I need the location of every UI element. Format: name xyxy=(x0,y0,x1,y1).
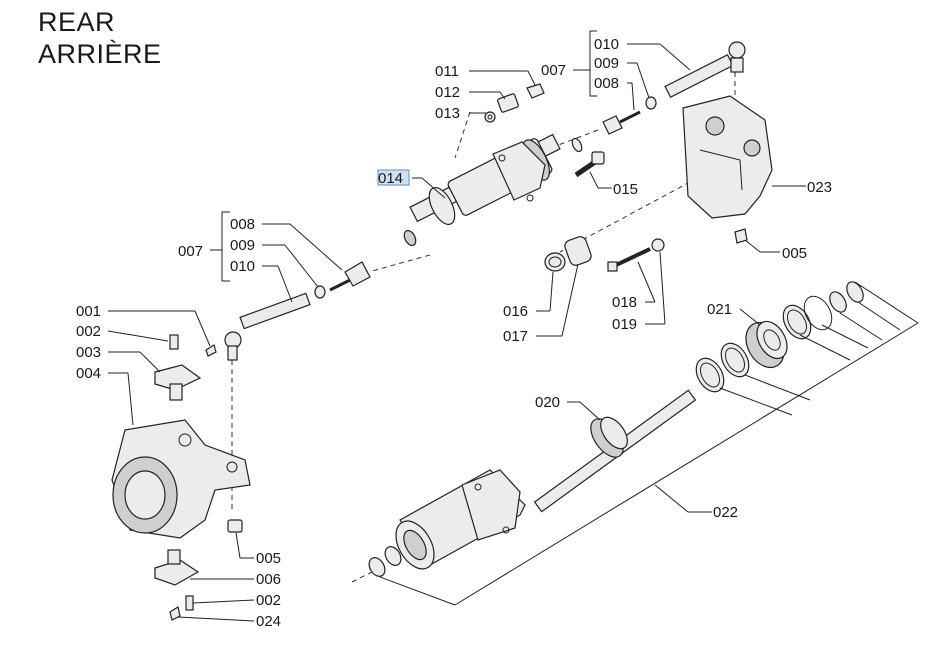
nut-019[interactable] xyxy=(651,238,665,252)
label-004[interactable]: 004 xyxy=(76,365,101,382)
label-005-upper[interactable]: 005 xyxy=(782,245,807,262)
label-008-upper[interactable]: 008 xyxy=(594,75,619,92)
label-021[interactable]: 021 xyxy=(707,301,732,318)
label-007-left[interactable]: 007 xyxy=(178,243,203,260)
label-022[interactable]: 022 xyxy=(713,504,738,521)
bolt-002-lower[interactable] xyxy=(185,595,194,611)
seal-ring-6[interactable] xyxy=(843,279,866,305)
part-labels: 011 012 013 007 010 009 008 014 015 023 … xyxy=(76,36,832,630)
title-line-arriere: ARRIÈRE xyxy=(38,39,162,69)
label-010-upper[interactable]: 010 xyxy=(594,36,619,53)
bolt-002-upper[interactable] xyxy=(169,334,179,350)
grease-fitting-024[interactable] xyxy=(169,606,181,621)
label-003[interactable]: 003 xyxy=(76,344,101,361)
label-012[interactable]: 012 xyxy=(435,84,460,101)
leader-lines xyxy=(107,30,806,622)
label-009-upper[interactable]: 009 xyxy=(594,55,619,72)
label-005-lower[interactable]: 005 xyxy=(256,550,281,567)
nut-005-lower[interactable] xyxy=(227,519,243,533)
fitting-011[interactable] xyxy=(526,83,545,99)
seal-ring-5[interactable] xyxy=(826,289,849,315)
lower-plate-006[interactable] xyxy=(154,549,200,586)
ring-022b[interactable] xyxy=(382,544,404,568)
tie-rod-upper-007[interactable] xyxy=(602,41,746,135)
label-013[interactable]: 013 xyxy=(435,105,460,122)
piston-021[interactable] xyxy=(738,316,793,375)
cylinder-014[interactable] xyxy=(402,133,584,248)
label-009-left[interactable]: 009 xyxy=(230,237,255,254)
bracket-022 xyxy=(379,281,919,606)
label-016[interactable]: 016 xyxy=(503,303,528,320)
alignment-lines xyxy=(231,72,736,583)
seal-ring-3[interactable] xyxy=(778,300,817,343)
label-024[interactable]: 024 xyxy=(256,613,281,630)
label-015[interactable]: 015 xyxy=(613,181,638,198)
title-line-rear: REAR xyxy=(38,7,116,37)
tie-rod-left-007[interactable] xyxy=(224,261,371,361)
label-002-lower[interactable]: 002 xyxy=(256,592,281,609)
label-011[interactable]: 011 xyxy=(435,63,459,80)
label-019[interactable]: 019 xyxy=(612,316,637,333)
seal-013[interactable] xyxy=(484,111,496,123)
cylinder-barrel-022[interactable] xyxy=(388,469,526,576)
grease-fitting-001[interactable] xyxy=(205,344,217,357)
seal-ring-4[interactable] xyxy=(799,291,838,334)
upper-plate-003[interactable] xyxy=(154,364,202,401)
ring-022a[interactable] xyxy=(366,555,388,579)
label-007-upper[interactable]: 007 xyxy=(541,62,566,79)
ring-016[interactable] xyxy=(544,252,566,272)
label-014[interactable]: 014 xyxy=(378,170,403,187)
label-018[interactable]: 018 xyxy=(612,294,637,311)
label-017[interactable]: 017 xyxy=(503,328,528,345)
diagram-title: REAR ARRIÈRE xyxy=(38,6,162,70)
steering-knuckle-023[interactable] xyxy=(682,95,773,244)
label-023[interactable]: 023 xyxy=(807,179,832,196)
label-010-left[interactable]: 010 xyxy=(230,258,255,275)
hub-knuckle-004[interactable] xyxy=(111,419,251,539)
bushing-017[interactable] xyxy=(563,235,593,267)
bolt-015[interactable] xyxy=(574,151,605,178)
bolt-018[interactable] xyxy=(607,247,651,272)
highlight-014 xyxy=(377,169,410,186)
label-008-left[interactable]: 008 xyxy=(230,216,255,233)
seal-ring-1[interactable] xyxy=(691,353,730,396)
label-002-upper[interactable]: 002 xyxy=(76,323,101,340)
seal-ring-2[interactable] xyxy=(716,338,755,381)
label-020[interactable]: 020 xyxy=(535,394,560,411)
label-001[interactable]: 001 xyxy=(76,303,101,320)
piston-rod-020[interactable] xyxy=(533,389,697,513)
fitting-012[interactable] xyxy=(497,93,519,113)
label-006[interactable]: 006 xyxy=(256,571,281,588)
